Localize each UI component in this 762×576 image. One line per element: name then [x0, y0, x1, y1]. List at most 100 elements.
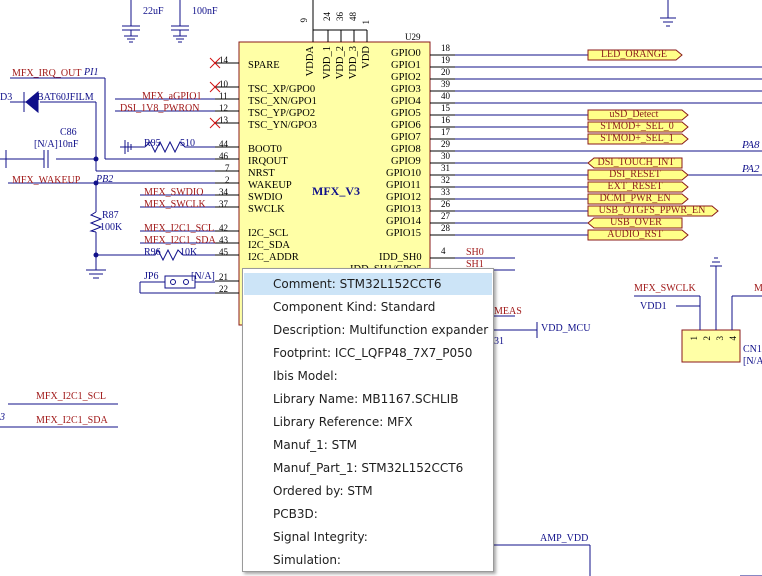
popup-row-component-kind[interactable]: Component Kind: Standard [273, 300, 436, 314]
resistor-r87 [86, 211, 106, 279]
capacitor-c86 [5, 150, 49, 168]
diode-d3 [23, 90, 39, 114]
net-label-mfx-agpio1: MFX_aGPIO1 [142, 91, 202, 102]
chip-pin-name: BOOT0 [248, 144, 282, 155]
jumper-jp6-value: [N/A] [191, 271, 215, 282]
chip-left-pins [215, 62, 239, 294]
port-usb-otgfs-ppwr-en: USB_OTGFS_PPWR_EN [598, 205, 706, 216]
chip-pin-num: 4 [441, 246, 446, 256]
chip-pin-num: 21 [219, 272, 228, 282]
chip-pin-name: GPIO15 [386, 228, 422, 239]
chip-pin-num: 39 [441, 79, 450, 89]
port-usb-over: USB_OVER [610, 217, 662, 228]
chip-pin-name: GPIO2 [391, 72, 421, 83]
chip-pin-name: GPIO3 [391, 84, 421, 95]
chip-name: MFX_V3 [312, 184, 360, 198]
chip-pin-num: 34 [219, 187, 228, 197]
chip-pin-name: GPIO14 [386, 216, 422, 227]
popup-row-comment[interactable]: Comment: STM32L152CCT6 [244, 273, 492, 295]
chip-top-pin-num: 24 [322, 12, 332, 21]
popup-row-pcb3d[interactable]: PCB3D: [273, 507, 318, 521]
diode-part: BAT60JFILM [37, 92, 94, 103]
net-label-mfx-swclk: MFX_SWCLK [144, 199, 206, 210]
port-led-orange: LED_ORANGE [600, 49, 668, 60]
chip-pin-num: 15 [441, 103, 450, 113]
resistor-r96 [140, 248, 200, 262]
net-label-sh0: SH0 [466, 247, 484, 258]
chip-pin-name: GPIO8 [391, 144, 421, 155]
popup-row-library-name[interactable]: Library Name: MB1167.SCHLIB [273, 392, 459, 406]
chip-pin-name: TSC_YP/GPO2 [248, 108, 316, 119]
component-info-popup[interactable]: Comment: STM32L152CCT6 Component Kind: S… [242, 268, 494, 572]
connector-pin: 4 [728, 336, 738, 341]
net-label-left-i2c-scl: MFX_I2C1_SCL [36, 391, 107, 402]
chip-pin-num: 20 [441, 67, 450, 77]
top-capacitors [122, 0, 676, 43]
chip-pin-num: 43 [219, 235, 228, 245]
popup-row-library-reference[interactable]: Library Reference: MFX [273, 415, 413, 429]
chip-pin-name: TSC_YN/GPO3 [248, 120, 317, 131]
chip-pin-num: 7 [225, 163, 230, 173]
chip-pin-num: 19 [441, 55, 450, 65]
chip-pin-num: 37 [219, 199, 228, 209]
popup-row-description[interactable]: Description: Multifunction expander [273, 323, 489, 337]
popup-row-footprint[interactable]: Footprint: ICC_LQFP48_7X7_P050 [273, 346, 473, 360]
cap-c86-value: [N/A]10nF [34, 139, 79, 150]
resistor-r87-ref: R87 [102, 210, 119, 221]
chip-pin-name: SWDIO [248, 192, 283, 203]
net-label-mfx-i2c1-scl: MFX_I2C1_SCL [144, 223, 215, 234]
chip-pin-name: GPIO4 [391, 96, 421, 107]
popup-row-manuf-part-1[interactable]: Manuf_Part_1: STM32L152CCT6 [273, 461, 464, 475]
net-label-vdd1: VDD1 [640, 301, 667, 312]
chip-pin-name: GPIO6 [391, 120, 421, 131]
resistor-r96-value: 10K [180, 247, 198, 258]
chip-pin-num: 22 [219, 284, 228, 294]
diode-ref: D3 [0, 92, 13, 103]
chip-pin-name: IRQOUT [248, 156, 288, 167]
chip-top-pins [312, 0, 368, 42]
chip-top-pin-num: 1 [361, 20, 371, 25]
chip-pin-num: 29 [441, 139, 450, 149]
net-label-pb2: PB2 [96, 174, 114, 185]
chip-pin-num: 10 [219, 79, 228, 89]
chip-pin-name: TSC_XP/GPO0 [248, 84, 316, 95]
net-label-right-swclk: MFX_SWCLK [634, 283, 696, 294]
chip-pin-num: 27 [441, 211, 450, 221]
port-stmod-sel1: STMOD+_SEL_1 [600, 133, 674, 144]
popup-row-signal-integrity[interactable]: Signal Integrity: [273, 530, 368, 544]
popup-row-ibis-model[interactable]: Ibis Model: [273, 369, 338, 383]
chip-top-pin-num: 36 [335, 12, 345, 21]
no-connect-marks [209, 57, 221, 129]
chip-top-pin-name: VDD_2 [335, 46, 346, 80]
net-label-dsi-1v8-pwron: DSI_1V8_PWRON [120, 103, 200, 114]
net-label-mfx-wakeup: MFX_WAKEUP [12, 175, 81, 186]
chip-pin-num: 17 [441, 127, 450, 137]
chip-pin-name: WAKEUP [248, 180, 292, 191]
net-label-amp-vdd: AMP_VDD [540, 533, 589, 544]
net-label-mfx-swdio: MFX_SWDIO [144, 187, 204, 198]
net-label-mfx-i2c1-sda: MFX_I2C1_SDA [144, 235, 216, 246]
cap-c75-value: 22uF [143, 6, 164, 17]
chip-pin-num: 18 [441, 43, 450, 53]
resistor-r95-value: 510 [180, 138, 195, 149]
chip-pin-name: SPARE [248, 60, 280, 71]
chip-pin-num: 12 [219, 103, 228, 113]
chip-pin-num: 16 [441, 115, 450, 125]
popup-row-simulation[interactable]: Simulation: [273, 553, 341, 567]
popup-row-manuf-1[interactable]: Manuf_1: STM [273, 438, 357, 452]
chip-pin-num: 33 [441, 187, 450, 197]
resistor-r95 [124, 140, 195, 154]
connector-cn1 [634, 257, 762, 363]
jumper-jp6 [164, 275, 196, 289]
chip-pin-name: GPIO0 [391, 48, 421, 59]
chip-pin-name: GPIO13 [386, 204, 422, 215]
popup-row-ordered-by[interactable]: Ordered by: STM [273, 484, 373, 498]
jumper-jp6-ref: JP6 [144, 271, 159, 282]
chip-pin-num: 32 [441, 175, 450, 185]
connector-cn1-ref: CN1 [743, 344, 762, 355]
net-label-mfx-irq-out: MFX_IRQ_OUT [12, 68, 82, 79]
net-label-left-3: 3 [0, 412, 5, 423]
chip-pin-name: GPIO1 [391, 60, 421, 71]
junction-dots [93, 156, 99, 258]
